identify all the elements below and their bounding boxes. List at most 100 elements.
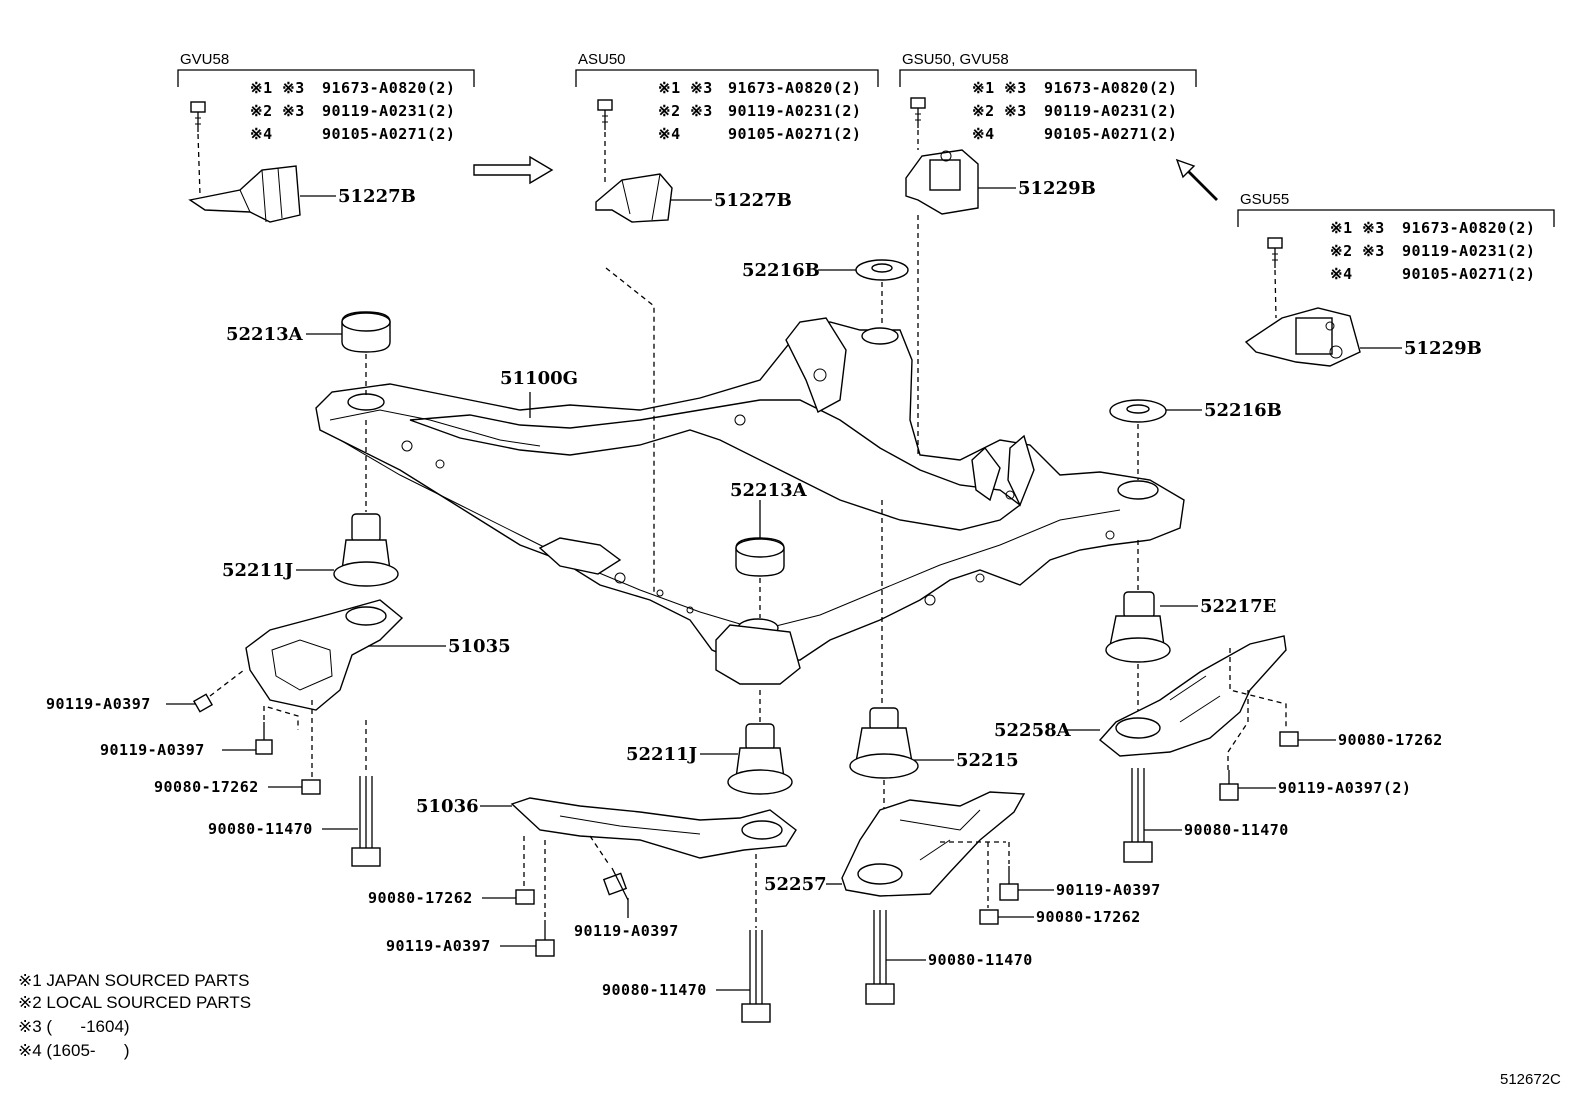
- bolt-icon: [1267, 237, 1283, 268]
- mount-label[interactable]: 51229B: [1404, 338, 1482, 359]
- nut-icon: [979, 909, 999, 925]
- brace-label[interactable]: 52257: [764, 874, 827, 895]
- group-part[interactable]: 90105-A0271(2): [1044, 125, 1177, 143]
- mount-label[interactable]: 51227B: [714, 190, 792, 211]
- lower-cushion-right[interactable]: [1105, 591, 1171, 663]
- brace-front-center[interactable]: [510, 797, 797, 859]
- mount-label[interactable]: 51229B: [1018, 178, 1096, 199]
- cushion-label[interactable]: 52216B: [742, 260, 820, 281]
- group-part[interactable]: 90105-A0271(2): [728, 125, 861, 143]
- group-mark: ※1 ※3: [658, 79, 713, 97]
- bolt-icon: [602, 867, 629, 901]
- group-part[interactable]: 90105-A0271(2): [1402, 265, 1535, 283]
- long-bolt-icon: [1123, 768, 1153, 863]
- group-part[interactable]: 91673-A0820(2): [728, 79, 861, 97]
- legend-item: ※1 JAPAN SOURCED PARTS: [18, 971, 250, 990]
- cushion-label[interactable]: 52217E: [1200, 596, 1276, 617]
- group-part[interactable]: 90105-A0271(2): [322, 125, 455, 143]
- nut-label[interactable]: 90080-17262: [1338, 731, 1443, 749]
- brace-front-left[interactable]: [245, 599, 404, 711]
- group-part[interactable]: 91673-A0820(2): [1044, 79, 1177, 97]
- group-mark: ※1 ※3: [250, 79, 305, 97]
- long-bolt-icon: [351, 776, 381, 867]
- nut-icon: [515, 889, 535, 905]
- cushion-label[interactable]: 52211J: [626, 744, 697, 765]
- group-part[interactable]: 91673-A0820(2): [1402, 219, 1535, 237]
- group-mark: ※4: [972, 125, 995, 143]
- bolt-label[interactable]: 90119-A0397: [574, 922, 679, 940]
- crossmember-frame[interactable]: [315, 317, 1185, 685]
- nut-icon: [301, 779, 321, 795]
- long-bolt-label[interactable]: 90080-11470: [208, 820, 313, 838]
- brace-label[interactable]: 51035: [448, 636, 511, 657]
- bolt-icon: [192, 693, 214, 713]
- mount-label[interactable]: 51227B: [338, 186, 416, 207]
- variant-group-gvu58: GVU58 ※1 ※3 91673-A0820(2) ※2 ※3 90119-A…: [177, 51, 475, 223]
- group-part[interactable]: 90119-A0231(2): [322, 102, 455, 120]
- group-mark: ※2 ※3: [972, 102, 1027, 120]
- upper-cushion-rear2[interactable]: [1109, 399, 1167, 423]
- long-bolt-label[interactable]: 90080-11470: [1184, 821, 1289, 839]
- engine-mount-icon: [905, 149, 979, 215]
- nut-label[interactable]: 90080-17262: [368, 889, 473, 907]
- upper-cushion-rear1[interactable]: [855, 259, 909, 281]
- cushion-label[interactable]: 52216B: [1204, 400, 1282, 421]
- upper-cushion-center[interactable]: [735, 537, 785, 577]
- lower-cushion-left[interactable]: [333, 513, 399, 587]
- arrow-up-left-icon: [1175, 158, 1218, 201]
- mount-bracket-icon: [595, 173, 673, 223]
- group-mark: ※4: [1330, 265, 1353, 283]
- brace-label[interactable]: 52258A: [994, 720, 1072, 741]
- variant-group-gsu55: GSU55 ※1 ※3 91673-A0820(2) ※2 ※3 90119-A…: [1237, 191, 1555, 367]
- cushion-label[interactable]: 52211J: [222, 560, 293, 581]
- long-bolt-label[interactable]: 90080-11470: [602, 981, 707, 999]
- bolt-icon: [999, 866, 1019, 901]
- cushion-label[interactable]: 52215: [956, 750, 1019, 771]
- group-code: ASU50: [578, 51, 626, 68]
- lower-cushion-mid[interactable]: [849, 707, 919, 779]
- variant-group-asu50: ASU50 ※1 ※3 91673-A0820(2) ※2 ※3 90119-A…: [575, 51, 879, 223]
- nut-label[interactable]: 90080-17262: [1036, 908, 1141, 926]
- group-mark: ※1 ※3: [1330, 219, 1385, 237]
- legend-item: ※4 (1605- ): [18, 1041, 130, 1060]
- lower-cushion-center[interactable]: [727, 723, 793, 795]
- group-mark: ※4: [250, 125, 273, 143]
- crossmember-label[interactable]: 51100G: [500, 368, 578, 389]
- group-part[interactable]: 91673-A0820(2): [322, 79, 455, 97]
- long-bolt-icon: [741, 930, 771, 1023]
- group-part[interactable]: 90119-A0231(2): [1402, 242, 1535, 260]
- bolt-icon: [535, 920, 555, 957]
- long-bolt-label[interactable]: 90080-11470: [928, 951, 1033, 969]
- upper-cushion-left[interactable]: [341, 311, 391, 353]
- legend-item: ※2 LOCAL SOURCED PARTS: [18, 993, 251, 1012]
- group-code: GVU58: [180, 51, 229, 68]
- bolt-icon: [597, 99, 613, 130]
- cushion-label[interactable]: 52213A: [226, 324, 304, 345]
- group-part[interactable]: 90119-A0231(2): [728, 102, 861, 120]
- brace-rear-mid[interactable]: [841, 791, 1026, 897]
- group-mark: ※2 ※3: [658, 102, 713, 120]
- variant-group-gsu50-gvu58: GSU50, GVU58 ※1 ※3 91673-A0820(2) ※2 ※3 …: [899, 51, 1197, 215]
- bolt-icon: [190, 101, 206, 132]
- brace-rear-right[interactable]: [1098, 635, 1287, 757]
- bolt-label[interactable]: 90119-A0397(2): [1278, 779, 1411, 797]
- engine-mount-icon: [1244, 307, 1361, 367]
- legend: ※1 JAPAN SOURCED PARTS ※2 LOCAL SOURCED …: [18, 971, 251, 1060]
- nut-label[interactable]: 90080-17262: [154, 778, 259, 796]
- bolt-icon: [255, 722, 273, 755]
- bolt-icon: [1219, 770, 1239, 801]
- arrow-right-icon: [473, 155, 554, 185]
- bolt-label[interactable]: 90119-A0397: [46, 695, 151, 713]
- brace-label[interactable]: 51036: [416, 796, 479, 817]
- group-code: GSU50, GVU58: [902, 51, 1009, 68]
- mount-bracket-icon: [188, 165, 301, 223]
- figure-id: 512672C: [1500, 1071, 1561, 1088]
- bolt-label[interactable]: 90119-A0397: [1056, 881, 1161, 899]
- bolt-label[interactable]: 90119-A0397: [100, 741, 205, 759]
- cushion-label[interactable]: 52213A: [730, 480, 808, 501]
- group-mark: ※2 ※3: [1330, 242, 1385, 260]
- bolt-label[interactable]: 90119-A0397: [386, 937, 491, 955]
- group-part[interactable]: 90119-A0231(2): [1044, 102, 1177, 120]
- group-mark: ※4: [658, 125, 681, 143]
